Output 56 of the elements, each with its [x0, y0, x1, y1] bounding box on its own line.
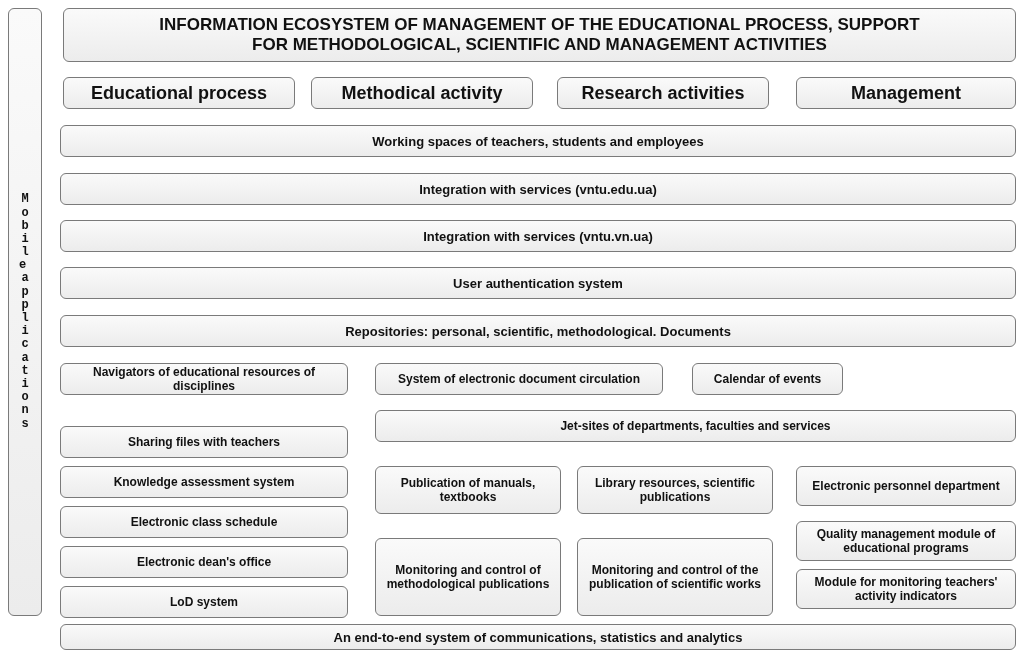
heading-label: INFORMATION ECOSYSTEM OF MANAGEMENT OF THE EDUCATIONAL PROCESS, SUPPORT FOR METHODOLOGICAL, SCIENTIFIC AND MANAGEMENT ACTIVITIES [158, 15, 921, 55]
module-box [60, 125, 1016, 157]
module-box [60, 426, 348, 458]
module-box [60, 586, 348, 618]
module-label: Sharing files with teachers [126, 435, 281, 449]
module-label: Electronic personnel department [811, 479, 1001, 493]
module-box [692, 363, 843, 395]
module-label: Monitoring and control of methodological publications [385, 563, 551, 591]
module-box [60, 220, 1016, 252]
module-label: Integration with services (vntu.edu.ua) [418, 181, 658, 197]
module-label: Working spaces of teachers, students and employees [371, 133, 705, 149]
module-box [375, 466, 561, 514]
module-label: Research activities [580, 82, 746, 104]
vertical-label: Mobile applications [19, 193, 30, 431]
module-label: Methodical activity [340, 82, 504, 104]
module-box [311, 77, 533, 109]
module-box [63, 77, 295, 109]
module-box [60, 546, 348, 578]
module-box [577, 538, 773, 616]
module-label: User authentication system [452, 275, 624, 291]
module-box [60, 506, 348, 538]
module-label: Module for monitoring teachers' activity indicators [813, 575, 999, 603]
module-label: Calendar of events [712, 372, 823, 386]
module-label: Educational process [89, 82, 269, 104]
module-label: Publication of manuals, textbooks [399, 476, 537, 504]
module-label: Electronic dean's office [135, 555, 273, 569]
module-label: Jet-sites of departments, faculties and services [559, 419, 832, 433]
module-label: Management [850, 82, 962, 104]
module-box [557, 77, 769, 109]
module-label: Knowledge assessment system [112, 475, 296, 489]
module-box [796, 569, 1016, 609]
module-label: Electronic class schedule [129, 515, 279, 529]
title-box [63, 8, 1016, 62]
module-box [60, 315, 1016, 347]
module-box [60, 466, 348, 498]
module-box [375, 410, 1016, 442]
module-label: Library resources, scientific publications [593, 476, 757, 504]
module-label: Repositories: personal, scientific, methodological. Documents [344, 323, 732, 339]
module-box [796, 521, 1016, 561]
module-box [577, 466, 773, 514]
module-box [796, 77, 1016, 109]
module-box [60, 267, 1016, 299]
module-box [60, 363, 348, 395]
module-label: Navigators of educational resources of disciplines [91, 365, 317, 393]
module-box [60, 624, 1016, 650]
module-label: Monitoring and control of the publication of scientific works [588, 563, 762, 591]
module-label: Quality management module of educational programs [815, 527, 997, 555]
module-label: An end-to-end system of communications, statistics and analytics [332, 629, 744, 645]
module-box [60, 173, 1016, 205]
module-box [375, 538, 561, 616]
module-box [796, 466, 1016, 506]
module-label: System of electronic document circulation [396, 372, 642, 386]
side-bar [8, 8, 42, 616]
module-label: LoD system [169, 595, 239, 609]
module-label: Integration with services (vntu.vn.ua) [422, 228, 654, 244]
module-box [375, 363, 663, 395]
